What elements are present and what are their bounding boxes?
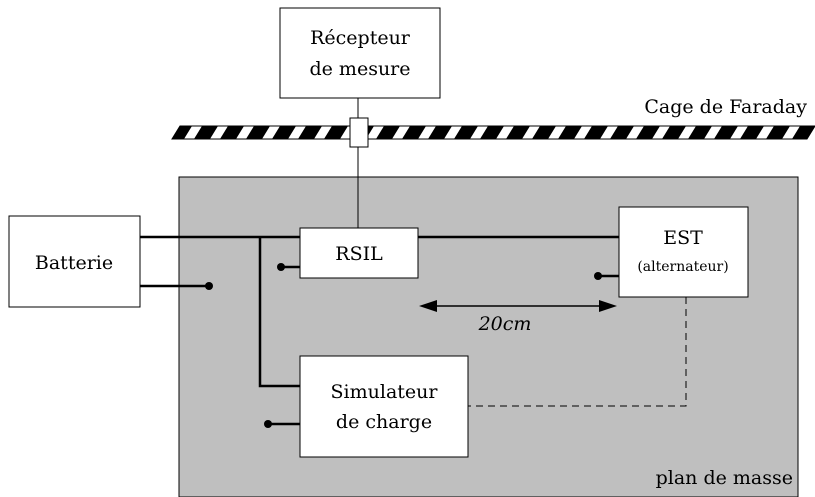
- cage-stripe: [428, 126, 452, 139]
- cage-stripe: [454, 126, 478, 139]
- measurement-receiver-box: [279, 7, 441, 99]
- ground-plane-label: plan de masse: [656, 467, 793, 489]
- cage-stripe: [532, 126, 556, 139]
- distance-arrowhead-left: [419, 300, 437, 312]
- cage-stripe: [246, 126, 270, 139]
- battery-label: Batterie: [35, 252, 113, 274]
- receiver-label-line1: Récepteur: [310, 27, 411, 49]
- distance-arrowhead-right: [599, 300, 617, 312]
- cage-stripe: [688, 126, 712, 139]
- cage-stripe: [740, 126, 764, 139]
- cage-stripe: [272, 126, 296, 139]
- load-simulator-label-line2: de charge: [336, 411, 432, 433]
- est-box: [618, 206, 749, 298]
- cage-stripe: [194, 126, 218, 139]
- cage-stripe: [558, 126, 582, 139]
- battery-ground-point: [205, 282, 213, 290]
- cage-stripe: [324, 126, 348, 139]
- rsil-label: RSIL: [335, 243, 383, 265]
- cage-stripe: [220, 126, 244, 139]
- est-label-line1: EST: [663, 227, 703, 249]
- cage-stripe: [376, 126, 400, 139]
- receiver-label-line2: de mesure: [309, 58, 410, 80]
- rsil-box: [299, 227, 419, 279]
- cage-stripe: [766, 126, 790, 139]
- faraday-cage-wall: [171, 125, 815, 140]
- cage-stripe: [584, 126, 608, 139]
- load-simulator-label-line1: Simulateur: [331, 381, 439, 403]
- cage-stripe: [636, 126, 660, 139]
- feedthrough-connector: [349, 117, 369, 148]
- faraday-cage-label: Cage de Faraday: [644, 96, 807, 118]
- load-feed-wire: [258, 237, 300, 388]
- est-ground-point: [594, 272, 602, 280]
- est-label-line2: (alternateur): [637, 259, 728, 275]
- cage-stripe: [480, 126, 504, 139]
- battery-box: [8, 215, 141, 308]
- cage-stripe: [662, 126, 686, 139]
- cage-stripe: [506, 126, 530, 139]
- cage-stripe: [714, 126, 738, 139]
- load-simulator-ground-point: [264, 420, 272, 428]
- dashed-link: [468, 297, 687, 407]
- cage-stripe: [610, 126, 634, 139]
- cage-stripe: [298, 126, 322, 139]
- load-simulator-box: [299, 355, 469, 458]
- distance-label: 20cm: [478, 313, 532, 335]
- cage-stripe: [402, 126, 426, 139]
- rsil-ground-point: [277, 263, 285, 271]
